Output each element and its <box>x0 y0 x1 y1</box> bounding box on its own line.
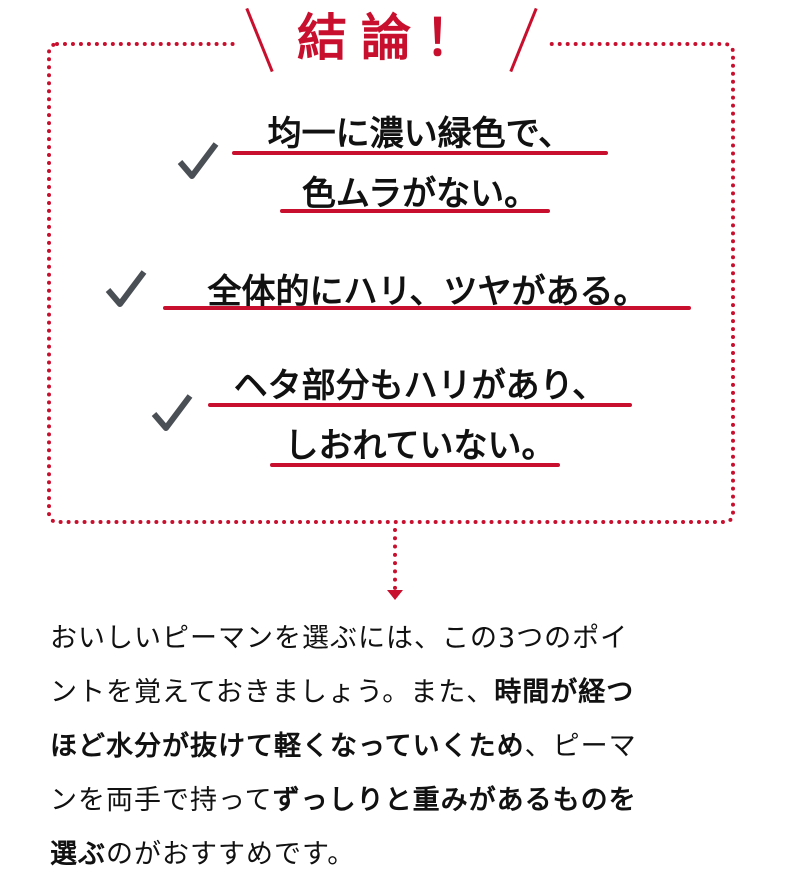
text: ンを両手で持って <box>50 785 273 816</box>
bold-text: 時間が経つ <box>494 677 635 708</box>
underline <box>280 209 550 213</box>
point-2-line-1: 全体的にハリ、ツヤがある。 <box>207 272 648 312</box>
title-gap <box>238 30 548 54</box>
underline <box>270 463 560 467</box>
bold-text: ずっしりと重みがあるものを <box>272 785 637 816</box>
point-1-line-1: 均一に濃い緑色で、 <box>267 114 573 154</box>
point-3-line-1: ヘタ部分もハリがあり、 <box>233 366 607 406</box>
point-1-line-2: 色ムラがない。 <box>301 174 539 214</box>
underline <box>208 403 632 407</box>
text: ントを覚えておきましょう。また、 <box>50 677 495 708</box>
paragraph-line: 選ぶのがおすすめです。 <box>50 828 750 882</box>
check-icon <box>177 142 219 179</box>
paragraph-line: おいしいピーマンを選ぶには、この3つのポイ <box>50 612 750 666</box>
bold-text: ほど水分が抜けて軽くなっていくため <box>50 731 525 762</box>
arrow-line <box>393 528 397 590</box>
text: おいしいピーマンを選ぶには、この3つのポイ <box>50 623 629 654</box>
text: のがおすすめです。 <box>106 839 356 870</box>
bold-text: 選ぶ <box>50 839 106 870</box>
body-paragraph: おいしいピーマンを選ぶには、この3つのポイントを覚えておきましょう。また、時間が… <box>50 612 750 882</box>
point-3-line-2: しおれていない。 <box>284 426 556 466</box>
arrow-down-icon <box>387 590 403 600</box>
paragraph-line: ンを両手で持ってずっしりと重みがあるものを <box>50 774 750 828</box>
paragraph-line: ほど水分が抜けて軽くなっていくため、ピーマ <box>50 720 750 774</box>
underline <box>232 151 608 155</box>
underline <box>163 306 691 310</box>
check-icon <box>151 394 193 431</box>
text: 、ピーマ <box>524 731 637 762</box>
paragraph-line: ントを覚えておきましょう。また、時間が経つ <box>50 666 750 720</box>
conclusion-title: 結論！ <box>297 8 489 67</box>
check-icon <box>105 270 147 307</box>
